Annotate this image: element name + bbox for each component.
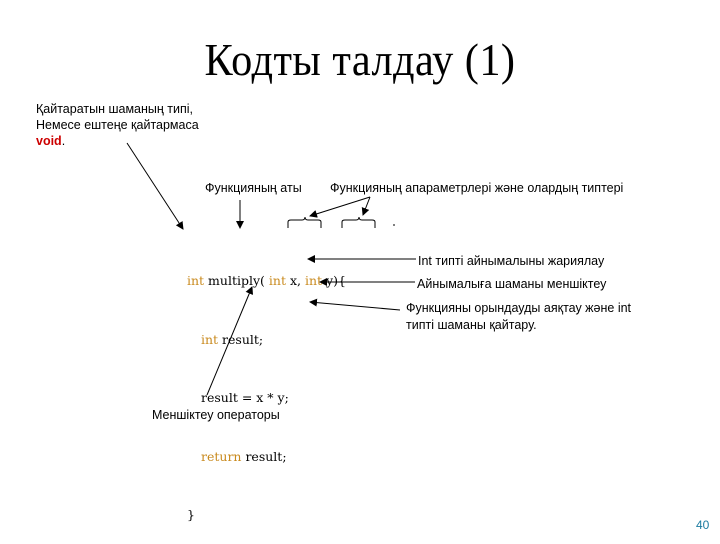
code-text: result;	[241, 448, 287, 464]
parameter-arrow-2	[361, 196, 371, 216]
code-line-assignment: result = x * y;	[187, 388, 346, 408]
return-statement-line-1: Функцияны орындауды аяқтау және int	[406, 301, 632, 315]
parameter-arrow-1	[309, 196, 371, 218]
code-line-declaration: int result;	[187, 330, 346, 350]
code-keyword: int	[201, 331, 219, 347]
code-keyword: int	[187, 273, 205, 288]
return-type-annotation: Қайтаратын шаманың типі, Немесе ештеңе қ…	[36, 101, 199, 149]
return-type-arrow	[126, 142, 184, 230]
void-suffix: .	[61, 134, 66, 148]
code-keyword: int	[268, 273, 286, 288]
code-keyword: return	[201, 448, 242, 464]
parameter-brace-1	[287, 216, 322, 228]
void-keyword: void	[36, 134, 62, 148]
code-line-signature: int multiply( int x, int y){	[187, 271, 346, 291]
return-type-line-3: void.	[36, 133, 199, 149]
code-text: y){	[322, 273, 346, 288]
parameter-brace-2	[341, 216, 376, 228]
code-text: result;	[218, 331, 264, 347]
return-type-line-2: Немесе ештеңе қайтармаса	[36, 118, 199, 132]
return-statement-line-2: типті шаманы қайтару.	[406, 318, 537, 332]
page-number: 40	[696, 518, 710, 532]
slide-title: Кодты талдау (1)	[204, 34, 516, 85]
declaration-annotation: Int типті айнымалыны жариялау	[418, 254, 605, 268]
code-line-return: return result;	[187, 447, 346, 467]
code-keyword: int	[304, 273, 323, 288]
code-line-close-brace: }	[187, 505, 346, 525]
assignment-annotation: Айнымалыға шаманы меншіктеу	[417, 277, 607, 291]
code-text: x,	[285, 273, 305, 288]
parameters-annotation: Функцияның апараметрлері және олардың ти…	[330, 181, 624, 195]
code-block: int multiply( int x, int y){ int result;…	[187, 232, 346, 544]
assignment-operator-annotation: Меншіктеу операторы	[152, 408, 280, 422]
return-type-line-1: Қайтаратын шаманың типі,	[36, 102, 193, 116]
function-name-annotation: Функцияның аты	[205, 181, 302, 195]
code-text: multiply(	[204, 273, 269, 288]
code-text: result = x * y;	[201, 390, 289, 405]
return-statement-annotation: Функцияны орындауды аяқтау және int типт…	[406, 300, 631, 334]
code-text: }	[187, 507, 195, 522]
